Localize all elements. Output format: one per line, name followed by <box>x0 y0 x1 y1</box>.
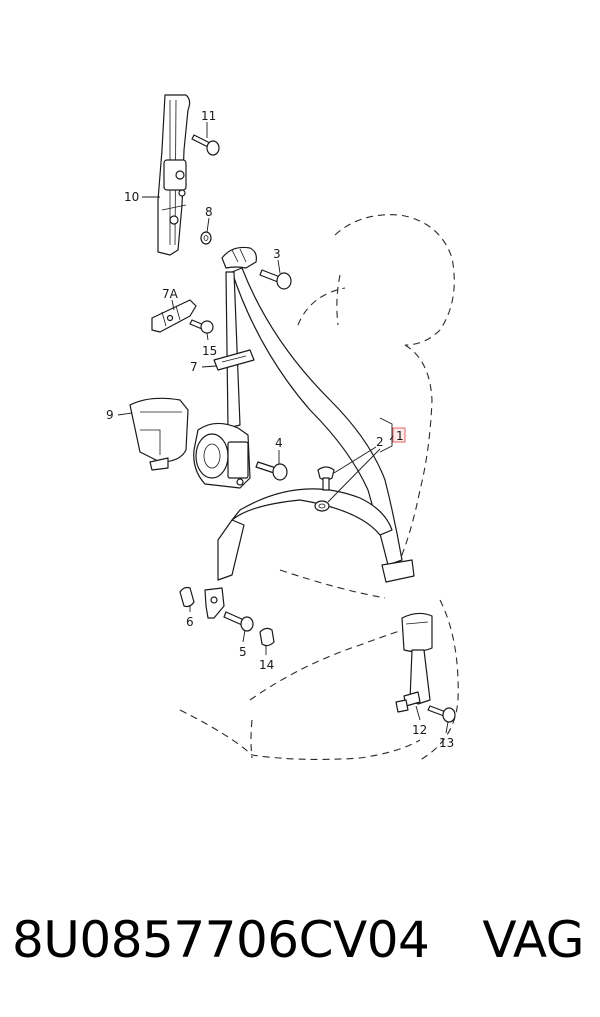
callout-labels: 11 10 8 3 7A 15 7 9 4 2 1 6 5 14 12 13 <box>106 109 454 750</box>
callout-14: 14 <box>259 658 274 672</box>
callout-15: 15 <box>202 344 217 358</box>
bolt-4 <box>255 461 288 481</box>
callout-6: 6 <box>186 615 194 629</box>
callout-12: 12 <box>412 723 427 737</box>
height-adjuster-rail <box>157 94 191 256</box>
bolt-13 <box>427 705 456 723</box>
bolt-5 <box>223 611 254 632</box>
part-number: 8U0857706CV04 <box>12 911 430 969</box>
bolt-3 <box>259 269 292 290</box>
callout-8: 8 <box>205 205 213 219</box>
callout-7A: 7A <box>162 287 179 301</box>
belt-guide-7 <box>213 349 255 371</box>
callout-5: 5 <box>239 645 247 659</box>
spacer-14 <box>259 627 275 647</box>
callout-11: 11 <box>201 109 216 123</box>
callout-4: 4 <box>275 436 283 450</box>
part-1-marker <box>379 417 406 453</box>
belt-retractor <box>193 422 251 489</box>
brand-name: VAG <box>482 911 584 969</box>
callout-1: 1 <box>396 429 404 443</box>
bolt-11 <box>191 134 220 156</box>
belt-webbing <box>217 246 415 583</box>
callout-3: 3 <box>273 247 281 261</box>
retractor-cover-9 <box>129 397 189 471</box>
callout-7: 7 <box>190 360 198 374</box>
callout-13: 13 <box>439 736 454 750</box>
seat-outline <box>179 214 459 761</box>
end-fitting-6 <box>179 586 225 619</box>
part-footer: 8U0857706CV04 VAG <box>0 900 600 980</box>
callout-10: 10 <box>124 190 139 204</box>
bolt-15 <box>189 319 214 334</box>
connector-12 <box>395 699 409 713</box>
belt-buckle <box>401 612 433 707</box>
leader-lines <box>117 122 449 734</box>
callout-9: 9 <box>106 408 114 422</box>
washer-8 <box>200 231 212 245</box>
seat-belt-exploded-diagram: 11 10 8 3 7A 15 7 9 4 2 1 6 5 14 12 13 <box>106 94 459 761</box>
cap-2 <box>314 466 335 512</box>
callout-2: 2 <box>376 435 384 449</box>
bracket-7A <box>151 299 197 333</box>
